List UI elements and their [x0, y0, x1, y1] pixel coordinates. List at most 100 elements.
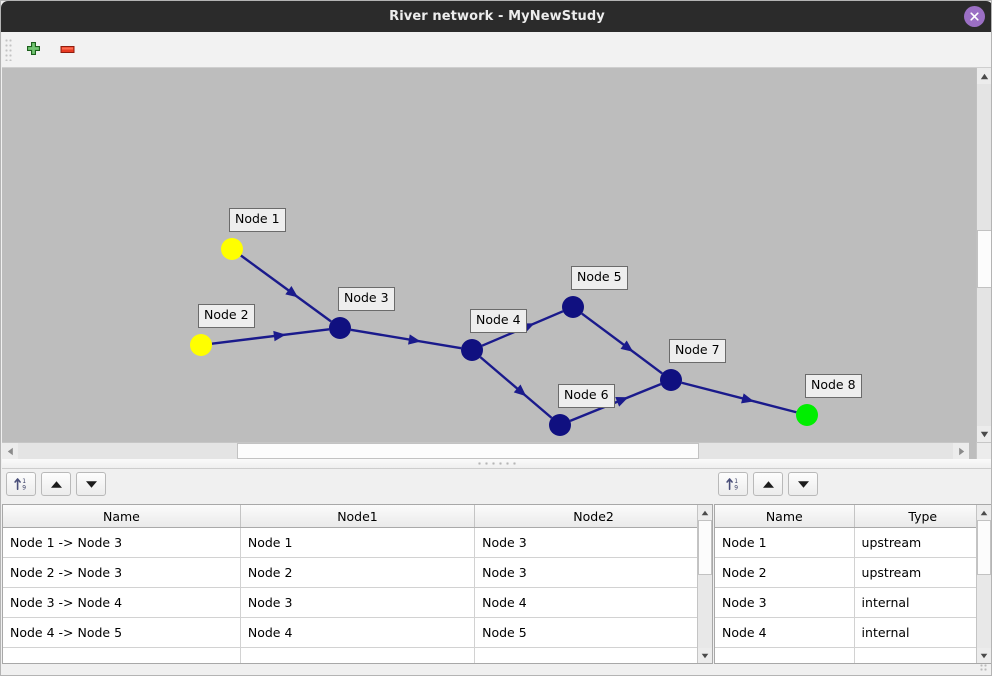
branch-table-cell[interactable]: Node 5 [474, 617, 712, 648]
graph-node-node7[interactable] [660, 369, 682, 391]
scroll-down-icon[interactable] [977, 426, 991, 442]
scroll-left-icon[interactable] [2, 443, 18, 459]
graph-node-node5[interactable] [562, 296, 584, 318]
branch-table-cell[interactable]: Node 3 -> Node 4 [3, 587, 241, 618]
graph-node-label-node6[interactable]: Node 6 [558, 384, 615, 408]
node-scroll-down-icon[interactable] [977, 648, 991, 663]
toolbar-grip[interactable] [5, 38, 13, 61]
graph-node-label-node7[interactable]: Node 7 [669, 339, 726, 363]
branch-table-cell[interactable]: Node 1 [240, 527, 476, 558]
graph-edge-arrow [408, 334, 421, 345]
node-table-cell[interactable] [715, 647, 855, 663]
graph-node-label-node2[interactable]: Node 2 [198, 304, 255, 328]
branch-table-cell[interactable]: Node 4 [474, 587, 712, 618]
branch-table-column-header-node2[interactable]: Node2 [474, 505, 712, 528]
node-table-cell[interactable]: Node 3 [715, 587, 855, 618]
graph-node-label-node3[interactable]: Node 3 [338, 287, 395, 311]
branch-scroll-up-icon[interactable] [698, 505, 712, 520]
node-table-vertical-scrollbar[interactable] [976, 505, 991, 663]
panel-splitter[interactable] [2, 459, 991, 469]
branch-table-cell[interactable] [3, 647, 241, 663]
branch-table-cell[interactable]: Node 3 [474, 527, 712, 558]
graph-node-node1[interactable] [221, 238, 243, 260]
node-table-cell[interactable]: upstream [854, 527, 991, 558]
graph-edge-node3-to-node4[interactable] [350, 328, 462, 350]
branch-table-row[interactable] [3, 647, 712, 663]
graph-edge-node6-to-node7[interactable] [569, 383, 662, 422]
graph-edge-arrow [615, 396, 629, 407]
branch-table-cell[interactable]: Node 3 [240, 587, 476, 618]
graph-node-label-node5[interactable]: Node 5 [571, 266, 628, 290]
node-table-cell[interactable]: upstream [854, 557, 991, 588]
node-table-cell[interactable] [854, 647, 991, 663]
branch-sort-icon[interactable]: 1 9 [6, 472, 36, 496]
branch-table-cell[interactable]: Node 2 [240, 557, 476, 588]
branch-move-up-icon[interactable] [41, 472, 71, 496]
branch-scroll-down-icon[interactable] [698, 648, 712, 663]
node-table-cell[interactable]: Node 1 [715, 527, 855, 558]
branch-table-column-header-name[interactable]: Name [3, 505, 241, 528]
svg-text:1: 1 [734, 478, 738, 485]
node-table-cell[interactable]: internal [854, 617, 991, 648]
graph-node-label-node1[interactable]: Node 1 [229, 208, 286, 232]
graph-node-node2[interactable] [190, 334, 212, 356]
node-scroll-thumb[interactable] [977, 520, 991, 575]
branch-table-cell[interactable]: Node 4 -> Node 5 [3, 617, 241, 648]
node-table-row[interactable] [715, 647, 991, 663]
node-table-cell[interactable]: Node 4 [715, 617, 855, 648]
branch-move-down-icon[interactable] [76, 472, 106, 496]
graph-edge-node4-to-node6[interactable] [479, 356, 553, 419]
node-move-up-icon[interactable] [753, 472, 783, 496]
graph-node-label-node4[interactable]: Node 4 [470, 309, 527, 333]
add-node-icon[interactable] [19, 36, 47, 64]
node-scroll-up-icon[interactable] [977, 505, 991, 520]
node-table-cell[interactable]: Node 2 [715, 557, 855, 588]
graph-edge-node2-to-node3[interactable] [211, 328, 330, 345]
close-icon[interactable] [964, 6, 985, 27]
graph-edge-node7-to-node8[interactable] [681, 381, 797, 414]
diagram-hscroll-thumb[interactable] [237, 443, 699, 459]
diagram-vscroll-thumb[interactable] [977, 230, 991, 288]
scroll-right-icon[interactable] [953, 443, 969, 459]
node-table-cell[interactable]: internal [854, 587, 991, 618]
scroll-up-icon[interactable] [977, 68, 991, 84]
graph-node-label-node8[interactable]: Node 8 [805, 374, 862, 398]
graph-node-node3[interactable] [329, 317, 351, 339]
scrollbar-corner [976, 442, 991, 459]
node-table-column-header-name[interactable]: Name [715, 505, 855, 528]
branch-table-vertical-scrollbar[interactable] [697, 505, 712, 663]
node-table-column-header-type[interactable]: Type [854, 505, 991, 528]
branch-table-column-header-node1[interactable]: Node1 [240, 505, 476, 528]
graph-node-node8[interactable] [796, 404, 818, 426]
node-move-down-icon[interactable] [788, 472, 818, 496]
river-network-canvas[interactable]: Node 1 Node 2 Node 3 Node 4 Node 5 Node 6 Node… [2, 68, 969, 442]
node-sort-icon[interactable]: 1 9 [718, 472, 748, 496]
graph-node-node4[interactable] [461, 339, 483, 361]
graph-edge-node5-to-node7[interactable] [581, 312, 663, 375]
remove-node-icon[interactable] [53, 36, 81, 64]
branch-table-cell[interactable] [240, 647, 476, 663]
graph-edge-node1-to-node3[interactable] [240, 254, 332, 323]
branch-table-cell[interactable]: Node 4 [240, 617, 476, 648]
diagram-vertical-scrollbar[interactable] [976, 68, 991, 442]
branch-scroll-thumb[interactable] [698, 520, 712, 575]
branch-table-cell[interactable]: Node 3 [474, 557, 712, 588]
graph-node-node6[interactable] [549, 414, 571, 436]
branch-table-cell[interactable]: Node 1 -> Node 3 [3, 527, 241, 558]
branch-table-cell[interactable] [474, 647, 712, 663]
diagram-horizontal-scrollbar[interactable] [2, 442, 969, 459]
svg-text:9: 9 [22, 485, 26, 492]
branch-table-cell[interactable]: Node 2 -> Node 3 [3, 557, 241, 588]
window-resize-grip[interactable] [980, 664, 988, 672]
